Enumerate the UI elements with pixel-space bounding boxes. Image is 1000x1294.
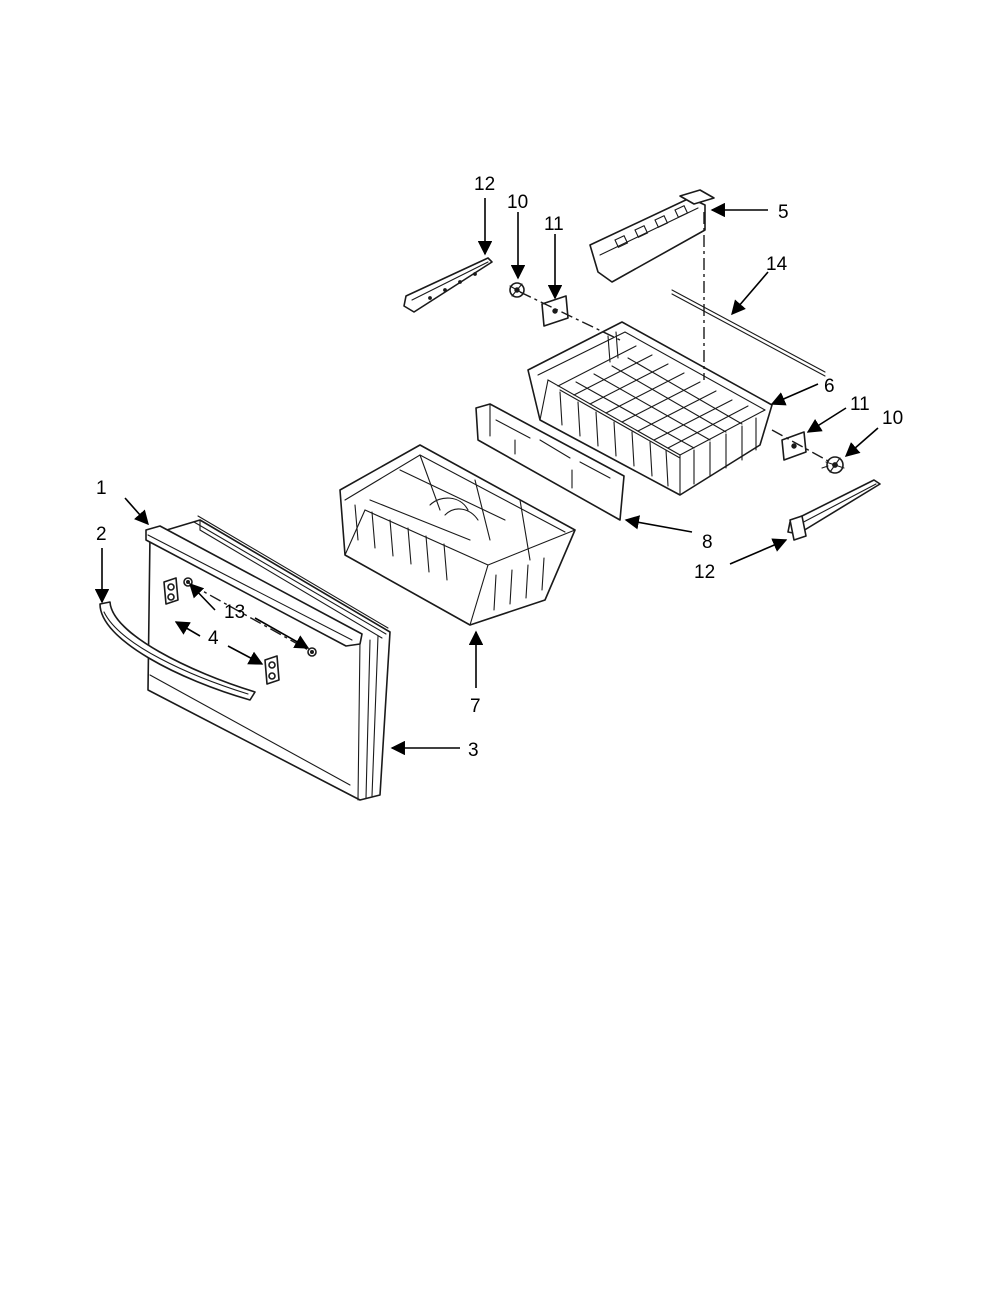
callout-12-lower: 12 — [694, 562, 715, 583]
callout-8: 8 — [702, 532, 713, 553]
callout-1: 1 — [96, 478, 107, 499]
callout-13: 13 — [224, 602, 245, 623]
slide-rail-right — [787, 479, 881, 541]
leader-lines — [94, 198, 879, 756]
handle-bracket-right — [264, 655, 280, 685]
support-rod — [671, 289, 826, 377]
callout-11-upper: 11 — [544, 214, 564, 235]
callout-3: 3 — [468, 740, 479, 761]
wire-basket — [527, 321, 773, 496]
callout-7: 7 — [470, 696, 481, 717]
upper-rail — [589, 189, 715, 283]
callout-14: 14 — [766, 254, 788, 275]
lower-bin — [339, 444, 576, 626]
door-trim — [145, 525, 363, 647]
callout-4: 4 — [208, 628, 219, 649]
callout-11-lower: 11 — [850, 394, 870, 415]
callout-5: 5 — [778, 202, 789, 223]
callout-10-lower: 10 — [882, 408, 903, 429]
callout-labels: 1 2 13 4 3 7 8 12 10 11 5 14 6 11 10 12 — [96, 174, 903, 761]
callout-2: 2 — [96, 524, 107, 545]
handle-bracket-left — [163, 577, 179, 605]
mounting-bracket-left — [541, 295, 569, 327]
roller-wheel-right — [821, 456, 845, 474]
callout-10-upper: 10 — [507, 192, 528, 213]
callout-6: 6 — [824, 376, 835, 397]
slide-rail-left — [403, 257, 493, 313]
door-handle — [99, 601, 256, 701]
roller-wheel-left — [509, 282, 525, 298]
basket-front-panel — [475, 403, 625, 521]
assembly-guides — [189, 212, 831, 653]
callout-12-upper: 12 — [474, 174, 495, 195]
